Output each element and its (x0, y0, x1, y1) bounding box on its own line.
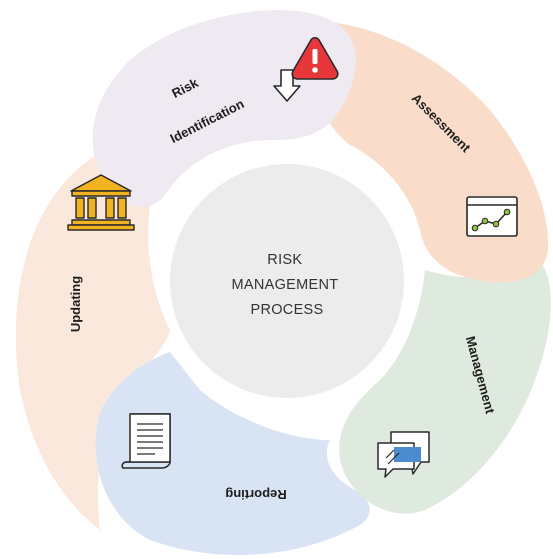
segment-updating (15, 150, 170, 530)
warning-download-icon (273, 36, 339, 102)
center-circle (170, 164, 404, 398)
segment-risk-identification (92, 10, 356, 207)
center-line-3: PROCESS (250, 302, 323, 318)
chat-bubbles-icon (377, 431, 430, 478)
document-icon (121, 413, 171, 469)
bank-building-icon (67, 174, 135, 231)
label-reporting: Reporting (225, 487, 286, 502)
center-line-2: MANAGEMENT (231, 277, 338, 293)
segment-reporting (95, 352, 370, 556)
line-chart-window-icon (466, 196, 518, 237)
label-updating: Updating (68, 276, 83, 332)
center-line-1: RISK (267, 252, 302, 268)
center-title: RISK MANAGEMENT PROCESS (231, 252, 342, 318)
